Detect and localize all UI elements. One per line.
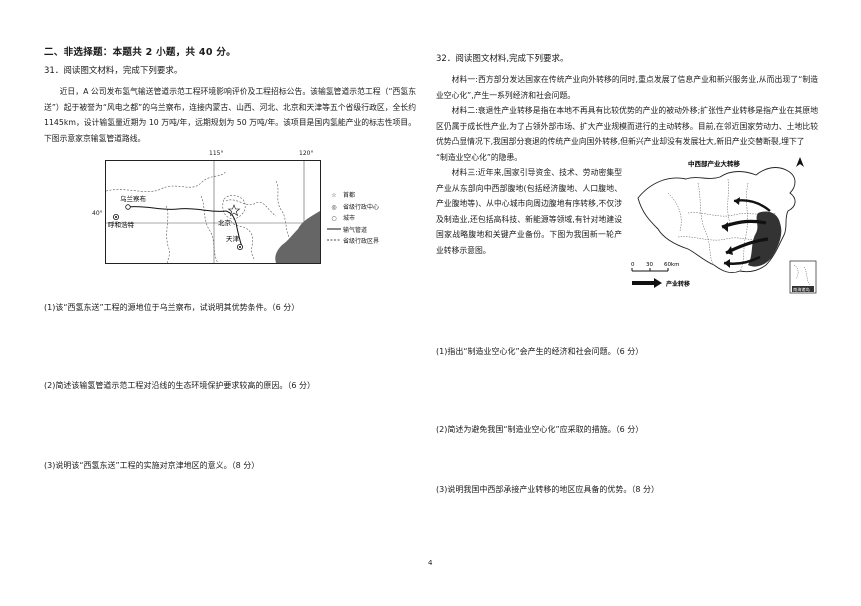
dashed-border-icon	[327, 236, 341, 248]
inset-nine-dash-line	[793, 264, 811, 286]
left-column: 二、非选择题：本题共 2 小题，共 40 分。 31．阅读图文材料，完成下列要求…	[44, 44, 416, 264]
legend-capital: ☆ 首都	[327, 190, 379, 202]
tianjin-marker-dot	[239, 246, 241, 248]
sea-area	[275, 211, 320, 263]
q32-sub1: (1)指出“制造业空心化”会产生的经济和社会问题。（6 分）	[436, 347, 644, 356]
transfer-arrowhead-1	[722, 222, 728, 232]
scale-label-0: 0	[631, 262, 635, 268]
hohhot-label: 呼和浩特	[108, 220, 135, 229]
inset-label-box	[792, 286, 814, 292]
q31-title: 31．阅读图文材料，完成下列要求。	[44, 66, 183, 76]
china-province-borders	[667, 178, 777, 272]
lat-40-label: 40°	[92, 210, 103, 217]
q31-sub2: (2)简述该输氢管道示范工程对沿线的生态环境保护要求较高的原因。（6 分）	[44, 381, 315, 390]
star-icon: ☆	[331, 192, 337, 199]
legend-border-label: 省级行政区界	[343, 238, 380, 245]
north-arrow-icon	[796, 157, 804, 167]
map-frame: 乌兰察布 呼和浩特 北京 天津	[105, 160, 321, 264]
transfer-arrowhead-4	[734, 197, 740, 205]
lon-120-label: 120°	[299, 150, 314, 157]
legend-capital-label: 首都	[343, 192, 356, 199]
inset-label: 南海诸岛	[793, 286, 810, 293]
legend-city-label: 城市	[343, 215, 356, 222]
pipeline-route	[127, 206, 237, 224]
pipeline-map: 115° 120° 40°	[44, 150, 416, 264]
q32-material2: 材料二:衰退性产业转移是指在本地不再具有比较优势的产业的被动外移;扩张性产业转移…	[436, 106, 818, 146]
q32-sub2: (2)简述为避免我国“制造业空心化”应采取的措施。（6 分）	[436, 425, 644, 434]
q31-material: 近日，A 公司发布氢气输送管道示范工程环境影响评价及工程招标公告。该输氢管道示范…	[44, 87, 416, 143]
scale-label-60: 60km	[664, 262, 680, 268]
legend-pipeline: 输气管道	[327, 225, 379, 237]
tianjin-label: 天津	[226, 235, 240, 243]
china-map-title: 中西部产业大转移	[688, 159, 741, 168]
ulanqab-label: 乌兰察布	[120, 194, 147, 203]
double-circle-icon: ◎	[331, 203, 337, 211]
china-map-drawing: 中西部产业大转移	[631, 157, 817, 294]
scale-label-30: 30	[646, 262, 653, 268]
q31-sub1: (1)该“西氢东送”工程的源地位于乌兰察布，试说明其优势条件。（6 分）	[44, 303, 300, 312]
legend-border: 省级行政区界	[327, 236, 379, 248]
circle-icon: ○	[331, 215, 337, 222]
industry-transfer-map: 中西部产业大转移	[628, 153, 818, 297]
beijing-star-marker	[227, 204, 241, 217]
beijing-border	[222, 195, 246, 220]
q32-sub3: (3)说明我国中西部承接产业转移的地区应具备的优势。（8 分）	[436, 485, 659, 494]
legend-provincial-center: ◎ 省级行政中心	[327, 202, 379, 214]
right-column: 32．阅读图文材料,完成下列要求。 材料一:西方部分发达国家在传统产业向外转移的…	[436, 44, 818, 294]
transfer-arrowhead-2	[726, 246, 733, 255]
map-drawing: 乌兰察布 呼和浩特 北京 天津	[105, 161, 320, 264]
province-borders	[105, 170, 293, 264]
hohhot-marker-dot	[115, 216, 117, 218]
legend-transfer-arrow-icon	[632, 278, 662, 288]
pipeline-line-icon	[327, 225, 341, 237]
q31-sub3: (3)说明该“西氢东送”工程的实施对京津地区的意义。（8 分）	[44, 461, 260, 470]
material3-text-column: 材料三:近年来,国家引导资金、技术、劳动密集型产业从东部向中西部腹地(包括经济腹…	[436, 165, 622, 258]
q32-material1: 材料一:西方部分发达国家在传统产业向外转移的同时,重点发展了信息产业和新兴服务业…	[436, 75, 818, 100]
ulanqab-marker	[125, 204, 131, 210]
q32-title: 32．阅读图文材料,完成下列要求。	[436, 54, 569, 64]
map-legend: ☆ 首都 ◎ 省级行政中心 ○ 城市 输气管道 省级行政区界	[327, 190, 379, 248]
transfer-arrowhead-3	[724, 259, 730, 268]
beijing-label: 北京	[218, 218, 232, 227]
q32-material2-end: “制造业空心化”的隐患。	[436, 152, 523, 162]
material3-block: 材料三:近年来,国家引导资金、技术、劳动密集型产业从东部向中西部腹地(包括经济腹…	[436, 157, 818, 294]
legend-city: ○ 城市	[327, 213, 379, 225]
legend-pipeline-label: 输气管道	[343, 226, 368, 234]
lon-115-label: 115°	[209, 150, 224, 157]
legend-transfer-label: 产业转移	[666, 280, 690, 288]
page-number: 4	[428, 559, 433, 567]
section-title: 二、非选择题：本题共 2 小题，共 40 分。	[44, 47, 236, 58]
q32-material3: 材料三:近年来,国家引导资金、技术、劳动密集型产业从东部向中西部腹地(包括经济腹…	[436, 168, 622, 255]
legend-provincial-center-label: 省级行政中心	[343, 203, 380, 211]
